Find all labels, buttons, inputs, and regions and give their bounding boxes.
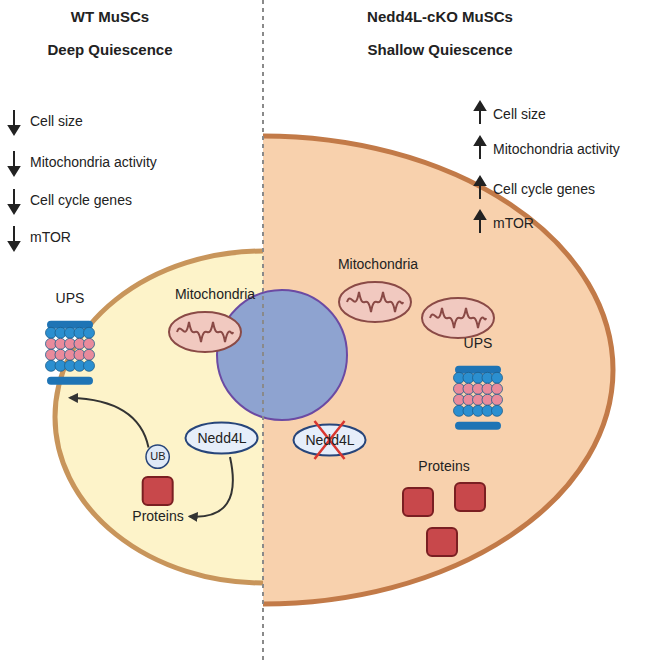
ubiquitin-circle: UB <box>145 444 170 469</box>
proteasome: UPS <box>450 335 506 440</box>
wt-cell <box>55 251 263 583</box>
mitochondrion <box>169 312 241 352</box>
text-label: Cell cycle genes <box>30 192 132 209</box>
node-text: Nedd4L <box>292 432 367 449</box>
ko-cell <box>263 136 613 604</box>
protein <box>427 528 457 556</box>
text-label: Cell cycle genes <box>493 181 595 198</box>
text-label: Mitochondria <box>338 256 418 273</box>
text-label: Cell size <box>493 106 546 123</box>
protein-square: Proteins <box>130 476 185 525</box>
text-label: Proteins <box>418 458 469 475</box>
node-text: UB <box>145 450 170 463</box>
node-text: UPS <box>450 335 506 352</box>
nucleus <box>217 290 347 420</box>
curved-arrow <box>70 398 149 448</box>
node-text: UPS <box>42 290 98 307</box>
text-label: Mitochondria activity <box>30 154 157 171</box>
text-label: Mitochondria <box>175 286 255 303</box>
curved-arrow <box>190 457 233 517</box>
panel-heading: Nedd4L-cKO MuSCs <box>367 8 513 26</box>
text-label: mTOR <box>493 215 534 232</box>
protein <box>403 488 433 516</box>
nedd4l-ellipse: Nedd4L <box>184 421 259 455</box>
mitochondrion <box>422 298 494 338</box>
node-text: Proteins <box>130 508 185 525</box>
node-shape <box>130 476 185 508</box>
panel-heading: Deep Quiescence <box>47 41 172 59</box>
node-text: Nedd4L <box>184 430 259 447</box>
nedd4l-ellipse: Nedd4L <box>292 423 367 457</box>
trend-arrows <box>9 102 485 250</box>
divider <box>262 0 264 664</box>
text-label: mTOR <box>30 229 71 246</box>
panel-heading: WT MuSCs <box>71 8 149 26</box>
text-label: Cell size <box>30 113 83 130</box>
protein <box>455 483 485 511</box>
text-label: Mitochondria activity <box>493 141 620 158</box>
proteasome: UPS <box>42 290 98 395</box>
panel-heading: Shallow Quiescence <box>367 41 512 59</box>
mitochondrion <box>339 282 411 322</box>
